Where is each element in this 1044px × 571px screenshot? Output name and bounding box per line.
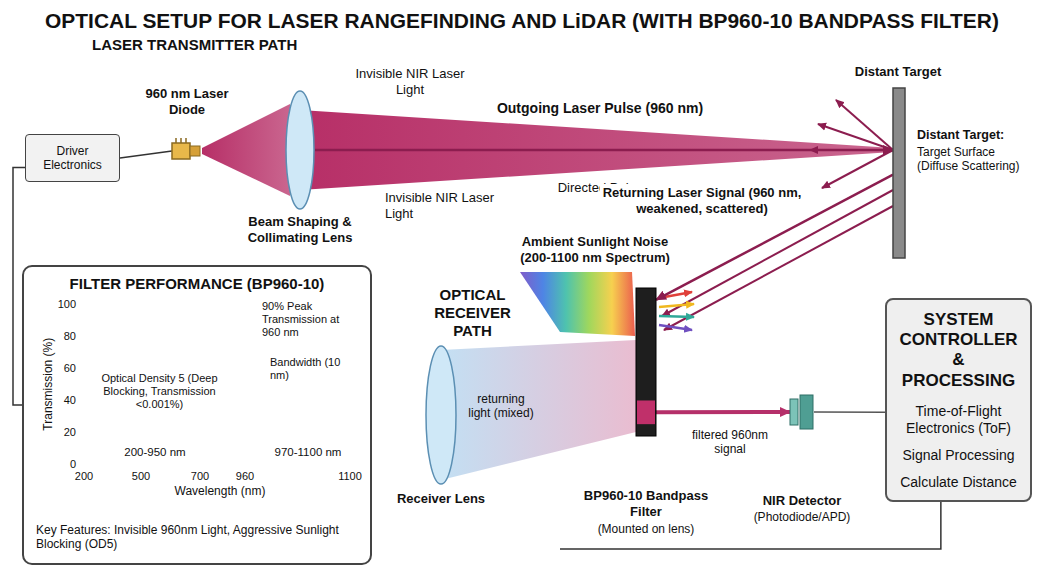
chart-label: 80 bbox=[48, 330, 76, 343]
annotation-label: LASER TRANSMITTER PATH bbox=[92, 36, 322, 54]
node-heading: Beam Shaping & Collimating Lens bbox=[235, 214, 365, 245]
filter-body bbox=[636, 288, 656, 436]
node-heading: Driver Electronics bbox=[33, 144, 112, 173]
process-box: SYSTEM CONTROLLER & PROCESSING Time-of-Fl… bbox=[885, 298, 1032, 502]
chart-label: 100 bbox=[48, 298, 76, 311]
blocked-ray bbox=[659, 325, 692, 330]
node-heading: Distant Target bbox=[838, 64, 958, 80]
chart-label: 60 bbox=[48, 362, 76, 375]
chart-label: Transmission (%) bbox=[41, 319, 55, 449]
annotation-label: Ambient Sunlight Noise (200-1100 nm Spec… bbox=[510, 234, 680, 265]
node-text: Signal Processing bbox=[894, 447, 1023, 464]
detector-component: NIR Detector(Photodiode/APD) bbox=[790, 395, 814, 429]
chart-label: 700 bbox=[182, 470, 218, 483]
filter-shape bbox=[636, 288, 656, 436]
lens-body bbox=[286, 91, 314, 209]
lens-shape bbox=[285, 90, 315, 210]
chart-label: 40 bbox=[48, 394, 76, 407]
lens-shape bbox=[425, 345, 457, 485]
collimated-beam bbox=[300, 110, 893, 190]
node-heading: SYSTEM CONTROLLER & PROCESSING bbox=[894, 310, 1023, 392]
chart-label: 970-1100 nm bbox=[268, 446, 348, 460]
chart-label: Optical Density 5 (Deep Blocking, Transm… bbox=[92, 372, 227, 412]
diode-body bbox=[172, 143, 190, 159]
diverging-beam bbox=[202, 104, 290, 196]
connector bbox=[315, 149, 893, 152]
filter-component: BP960-10 Bandpass Filter(Mounted on lens… bbox=[636, 288, 656, 436]
scatter-ray bbox=[836, 100, 893, 150]
chart-label: Wavelength (nm) bbox=[150, 484, 290, 498]
controller-wire bbox=[560, 502, 941, 549]
node-heading: BP960-10 Bandpass Filter bbox=[574, 488, 718, 519]
annotation-label: Invisible NIR Laser Light bbox=[345, 66, 475, 97]
filter-passband bbox=[637, 400, 655, 424]
lens-body bbox=[426, 346, 456, 484]
chart-label: 90% Peak Transmission at 960 nm bbox=[262, 300, 357, 340]
lens-component: Beam Shaping & Collimating Lens bbox=[285, 90, 315, 210]
blocked-light-arrows bbox=[659, 292, 694, 330]
connector bbox=[120, 151, 172, 158]
chart-label: Bandwidth (10 nm) bbox=[270, 356, 350, 382]
node-heading: NIR Detector bbox=[740, 493, 864, 509]
scatter-ray bbox=[818, 124, 893, 150]
blocked-ray bbox=[659, 304, 694, 307]
node-heading: Receiver Lens bbox=[396, 491, 486, 507]
plate-shape bbox=[893, 88, 905, 258]
node-text: (Mounted on lens) bbox=[574, 522, 718, 536]
scatter-ray bbox=[822, 150, 893, 188]
node-text: Time-of-Flight Electronics (ToF) bbox=[894, 403, 1023, 437]
annotation-label: OPTICAL RECEIVER PATH bbox=[425, 286, 520, 340]
annotation-label: returning light (mixed) bbox=[466, 392, 536, 421]
node-text: Key Features: Invisible 960nm Light, Agg… bbox=[36, 523, 362, 552]
plate-component: Distant TargetDistant Target:Target Surf… bbox=[893, 88, 905, 258]
chart-label: 960 bbox=[227, 470, 263, 483]
connector bbox=[814, 411, 885, 413]
chart-label: 500 bbox=[123, 470, 159, 483]
node-heading: 960 nm Laser Diode bbox=[137, 86, 237, 117]
chart-label: 1100 bbox=[332, 470, 368, 483]
blocked-ray bbox=[659, 316, 694, 317]
node-text: (Photodiode/APD) bbox=[740, 510, 864, 524]
node-text: Calculate Distance bbox=[894, 474, 1023, 491]
return-ray bbox=[664, 206, 893, 330]
target-plate bbox=[893, 88, 905, 258]
diode-pins bbox=[176, 138, 186, 143]
lens-component: Receiver Lens bbox=[425, 345, 457, 485]
detector-window bbox=[790, 399, 798, 425]
connector bbox=[656, 410, 790, 414]
diode-window bbox=[190, 146, 200, 156]
chart-label: 20 bbox=[48, 426, 76, 439]
signal-wire bbox=[560, 502, 941, 549]
chart-label: 200 bbox=[66, 470, 102, 483]
receiver-light-cone bbox=[441, 340, 636, 480]
connector-label: filtered 960nm signal bbox=[680, 428, 780, 457]
diode-component: 960 nm Laser Diode bbox=[172, 136, 202, 166]
chart-label: 0 bbox=[48, 458, 76, 471]
sunlight-spectrum bbox=[520, 272, 635, 336]
node-heading: FILTER PERFORMANCE (BP960-10) bbox=[24, 275, 370, 293]
chart-label: 200-950 nm bbox=[115, 446, 195, 460]
connector-label: Outgoing Laser Pulse (960 nm) bbox=[470, 100, 730, 117]
connector-label: Returning Laser Signal (960 nm, weakened… bbox=[600, 184, 804, 217]
node-text: Target Surface (Diffuse Scattering) bbox=[917, 145, 1033, 174]
diode-shape bbox=[172, 136, 202, 166]
detector-shape bbox=[790, 395, 814, 429]
detector-body bbox=[800, 395, 813, 429]
process-box: Driver Electronics bbox=[25, 134, 120, 182]
diagram-title: OPTICAL SETUP FOR LASER RANGEFINDING AND… bbox=[7, 8, 1037, 33]
annotation-label: Invisible NIR Laser Light bbox=[385, 190, 495, 221]
node-text: Distant Target: bbox=[917, 128, 1033, 143]
